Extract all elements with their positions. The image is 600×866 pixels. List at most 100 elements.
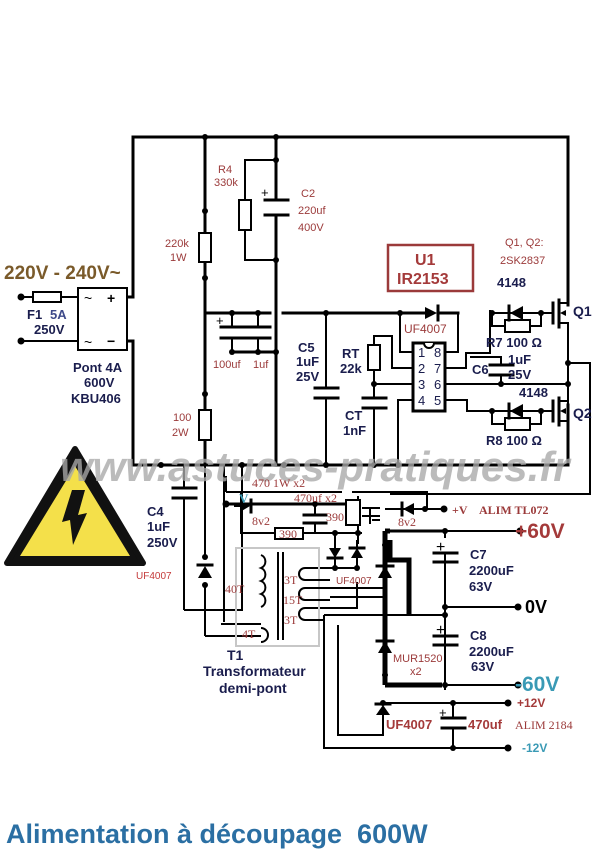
bridge-ac-1: ~ — [84, 290, 92, 306]
capacitor-c8: + — [432, 622, 459, 647]
svg-text:+: + — [436, 539, 445, 556]
r-supply-power: 2W — [172, 427, 189, 439]
winding-sec-bot: 3T — [284, 613, 298, 627]
ic-pin-2: 2 — [418, 361, 425, 376]
svg-text:+: + — [436, 622, 445, 639]
capacitor-470uf-x2 — [302, 513, 328, 525]
resistor-100-2w — [198, 409, 212, 441]
ic-u1 — [411, 341, 447, 413]
diode-4148-q1 — [507, 304, 523, 322]
ic-pin-5: 5 — [434, 393, 441, 408]
mosfet-note-line1: Q1, Q2: — [505, 237, 544, 249]
c100-value: 100uf — [213, 359, 241, 371]
c470-value: 470uf — [468, 717, 503, 732]
c2-ref: C2 — [301, 188, 315, 200]
capacitor-c5 — [313, 386, 340, 400]
bridge-minus: − — [107, 333, 115, 349]
bridge-ac-2: ~ — [84, 334, 92, 350]
svg-text:+: + — [261, 185, 269, 200]
diode-4148-q1-label: 4148 — [497, 275, 526, 290]
c2-voltage: 400V — [298, 222, 324, 234]
c6-value: 1uF — [508, 352, 531, 367]
plus-v-label: +V — [452, 503, 468, 517]
alim-2184-label: ALIM 2184 — [515, 718, 573, 732]
zener-right — [400, 501, 414, 517]
zener-right-label: 8v2 — [398, 515, 416, 529]
diode-uf4007-12v — [374, 702, 392, 715]
lower-junctions — [202, 500, 524, 752]
page-title: Alimentation à découpage 600W — [6, 819, 428, 849]
c7-value: 2200uF — [469, 563, 514, 578]
diode-c4-label: UF4007 — [136, 571, 172, 582]
mosfet-note-line2: 2SK2837 — [500, 255, 545, 267]
mosfet-q1 — [551, 298, 566, 329]
ic-ref: U1 — [415, 252, 436, 269]
plus12-label: +12V — [517, 696, 545, 710]
winding-sec-mid: 15T — [283, 593, 303, 607]
fuse-voltage: 250V — [34, 322, 65, 337]
resistor-220k — [198, 232, 212, 263]
bridge-rectifier — [77, 287, 128, 351]
transformer-name-line2: demi-pont — [219, 680, 287, 696]
bridge-line3: KBU406 — [71, 391, 121, 406]
svg-text:+: + — [216, 313, 224, 328]
zener-left-label: 8v2 — [252, 514, 270, 528]
ic-part: IR2153 — [397, 271, 449, 288]
bridge-line1: Pont 4A — [73, 360, 123, 375]
transformer-t1 — [235, 547, 385, 647]
q2-label: Q2 — [573, 405, 592, 421]
r7-label: R7 100 Ω — [486, 335, 542, 350]
ic-pin-1: 1 — [418, 345, 425, 360]
mur-part: MUR1520 — [393, 653, 443, 665]
c4-ref: C4 — [147, 504, 164, 519]
c6-ref: C6 — [472, 362, 489, 377]
transformer-ref: T1 — [227, 647, 244, 663]
r4-ref: R4 — [218, 164, 232, 176]
winding-aux: 4T — [242, 627, 256, 641]
mosfet-q2 — [551, 396, 568, 427]
resistor-r4 — [238, 199, 252, 231]
high-voltage-warning-icon — [4, 446, 146, 566]
ic-pin-7: 7 — [434, 361, 441, 376]
transformer-name-line1: Transformateur — [203, 663, 306, 679]
aux-diode-label: UF4007 — [336, 576, 372, 587]
zener-left — [240, 498, 253, 514]
c5-ref: C5 — [298, 340, 315, 355]
svg-text:+: + — [439, 705, 447, 720]
q1-label: Q1 — [573, 303, 592, 319]
rt-ref: RT — [342, 346, 359, 361]
r390b-value: 390 — [326, 510, 344, 524]
r390a-value: 390 — [279, 527, 297, 541]
resistor-390-a — [274, 527, 304, 540]
capacitor-ct — [361, 396, 388, 410]
diodes-aux-uf4007 — [326, 546, 366, 560]
diode-4148-q2 — [507, 402, 523, 420]
winding-sec-top: 3T — [284, 573, 298, 587]
capacitor-c4 — [171, 486, 198, 500]
c1-value: 1uf — [253, 359, 269, 371]
minus12-label: -12V — [522, 741, 547, 755]
bridge-plus: + — [107, 290, 115, 306]
c6-voltage: 25V — [508, 367, 531, 382]
c7-voltage: 63V — [469, 579, 492, 594]
c8-voltage: 63V — [471, 659, 494, 674]
r-bleed-value: 220k — [165, 238, 189, 250]
capacitor-c6 — [488, 363, 515, 377]
ic-pin-6: 6 — [434, 377, 441, 392]
zero-v-label: 0V — [525, 597, 547, 617]
r4-value: 330k — [214, 177, 238, 189]
v-label: V — [239, 491, 249, 506]
resistor-rt — [367, 344, 381, 371]
fuse-ref: F1 — [27, 307, 42, 322]
bootstrap-diode-label: UF4007 — [404, 322, 447, 336]
resistor-r7 — [504, 319, 531, 333]
capacitor-c2: + — [261, 185, 290, 217]
resistor-470-1w — [345, 499, 361, 526]
capacitor-c7: + — [432, 539, 459, 564]
r-bleed-power: 1W — [170, 252, 187, 264]
lower-wiring — [183, 465, 520, 749]
mur-qty: x2 — [410, 666, 422, 678]
capacitor-470uf: + — [439, 705, 467, 730]
capacitor-100uf: + — [216, 313, 246, 340]
